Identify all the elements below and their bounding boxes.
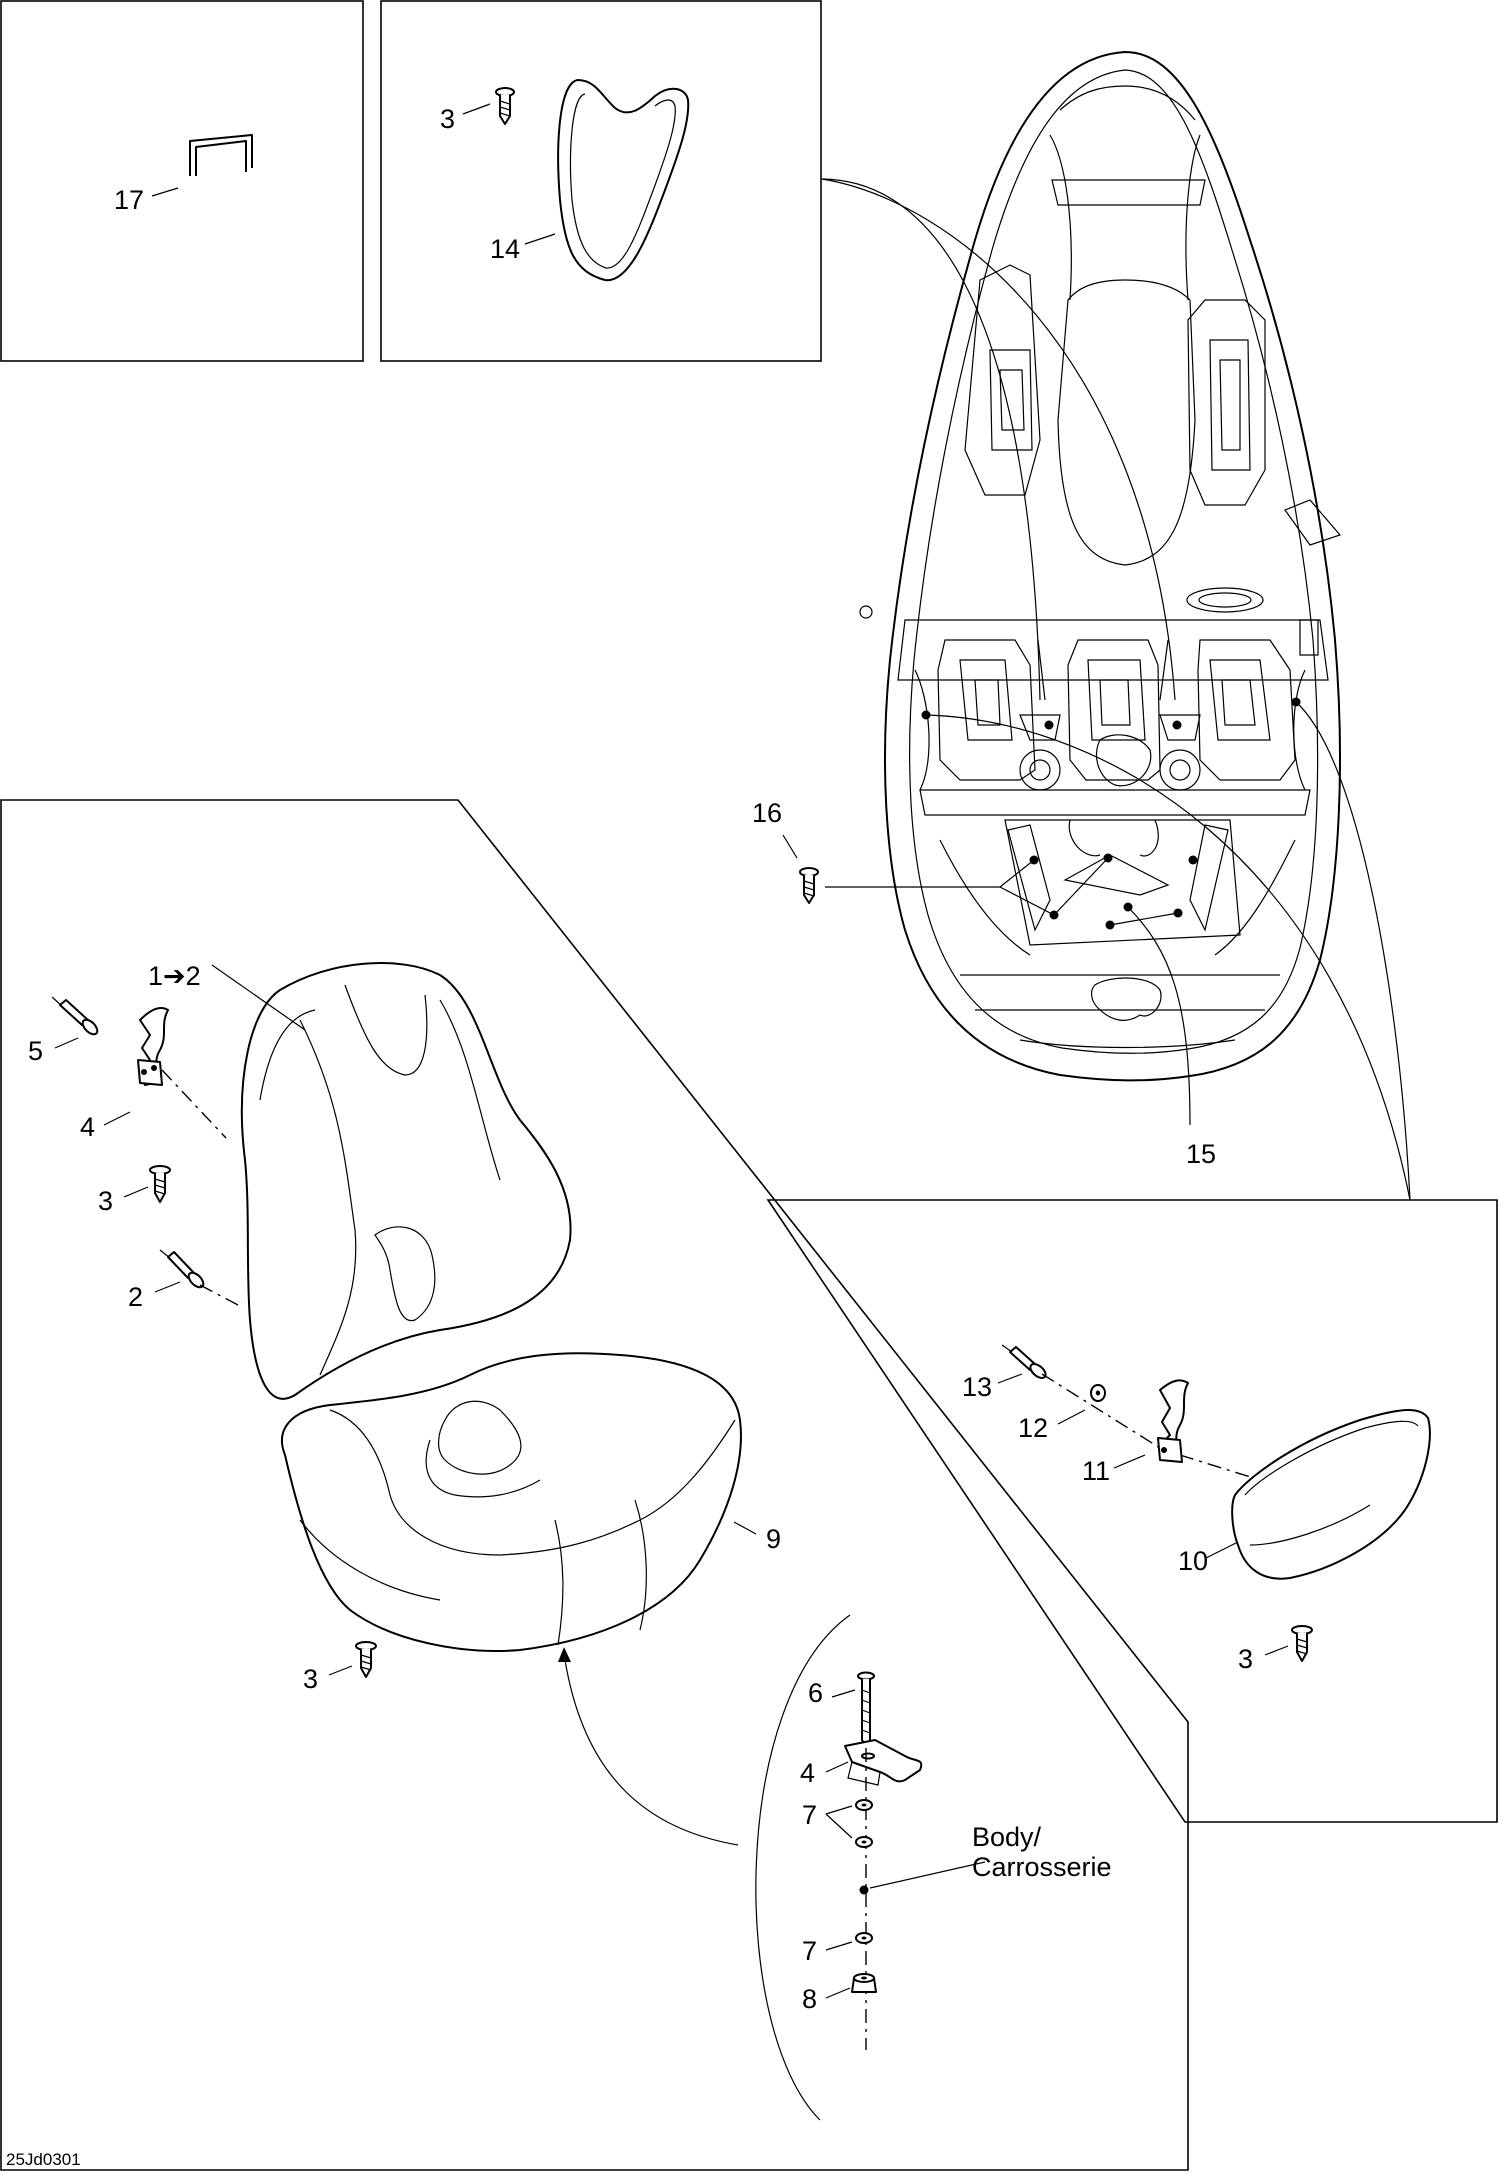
- leader-6: [831, 1689, 856, 1698]
- callout-13: 13: [962, 1372, 992, 1402]
- callout-3-bottom: 3: [303, 1664, 318, 1694]
- rivet-part-13: [1001, 1344, 1047, 1379]
- detail-arc: [755, 1614, 851, 2121]
- rivet-part-5: [51, 996, 99, 1036]
- leader-4-stack: [825, 1761, 849, 1773]
- bracket-part-4-stack: [844, 1739, 923, 1786]
- callout-16: 16: [752, 798, 782, 828]
- leader-curve-14-to-hull-b: [821, 178, 1176, 701]
- axis-4-seat: [161, 1069, 227, 1139]
- leader-5: [54, 1037, 79, 1049]
- figure-code: 25Jd0301: [6, 2150, 81, 2169]
- bracket-part-4-seat: [137, 1007, 169, 1086]
- panel-frame-14: [380, 0, 822, 362]
- screw-part-3-seat: [149, 1165, 171, 1203]
- pad-part-14: [557, 79, 690, 282]
- callout-1-2: 1➔2: [148, 961, 201, 991]
- seat-cushion-part-9: [281, 1352, 742, 1652]
- callout-17: 17: [114, 185, 144, 215]
- rivet-part-2: [159, 1249, 205, 1289]
- leader-11: [1113, 1454, 1146, 1469]
- watercraft-hull-top-view: [859, 51, 1342, 1082]
- leader-10: [1205, 1541, 1239, 1559]
- callout-2: 2: [128, 1282, 143, 1312]
- body-label-line2: Carrosserie: [972, 1852, 1112, 1882]
- callout-3-seat: 3: [98, 1186, 113, 1216]
- callout-9: 9: [766, 1524, 781, 1554]
- leader-16-to-hull-b: [999, 886, 1055, 916]
- leader-2: [154, 1281, 181, 1293]
- leader-14: [524, 233, 556, 245]
- leader-curve-rear-a: [925, 714, 1411, 1201]
- leader-16-to-hull-d: [1109, 912, 1179, 926]
- axis-2: [199, 1284, 239, 1306]
- rivet-markers: [921, 697, 1301, 930]
- screw-part-3-right: [1291, 1625, 1313, 1662]
- leader-3-seat: [123, 1186, 149, 1198]
- leader-4-seat: [103, 1111, 131, 1126]
- leader-3-right: [1264, 1645, 1289, 1656]
- callout-6: 6: [808, 1678, 823, 1708]
- screw-part-16: [799, 867, 819, 904]
- callout-3-top: 3: [440, 104, 455, 134]
- axis-13: [1041, 1373, 1161, 1449]
- screw-part-6: [857, 1671, 875, 1747]
- leader-7-a1: [825, 1805, 853, 1815]
- leader-3-bottom: [328, 1665, 353, 1676]
- washer-part-7-lower: [855, 1932, 873, 1944]
- nut-part-8: [851, 1973, 877, 1993]
- callout-7-a: 7: [802, 1800, 817, 1830]
- rear-seat-part-10: [1231, 1408, 1431, 1580]
- callout-3-right: 3: [1238, 1644, 1253, 1674]
- callout-11: 11: [1082, 1456, 1110, 1486]
- screw-part-3-top: [495, 87, 515, 125]
- leader-3-top: [462, 103, 491, 115]
- body-mount-point: [859, 1885, 869, 1895]
- panel-frame-seat: [0, 799, 1189, 2171]
- callout-4-stack: 4: [800, 1758, 815, 1788]
- panel-frame-17: [0, 0, 364, 362]
- washer-part-7-upper: [855, 1799, 873, 1848]
- callout-10: 10: [1178, 1546, 1208, 1576]
- callout-15: 15: [1186, 1139, 1216, 1169]
- leader-1-2: [211, 964, 306, 1031]
- callout-7-b: 7: [802, 1936, 817, 1966]
- leader-curve-14-to-hull: [821, 178, 1041, 701]
- leader-curve-15: [1127, 906, 1191, 1126]
- leader-13: [997, 1373, 1023, 1384]
- leader-16-to-hull-c: [1053, 857, 1109, 916]
- callout-5: 5: [28, 1036, 43, 1066]
- bracket-part-11: [1157, 1379, 1189, 1463]
- screw-part-3-bottom: [355, 1641, 377, 1678]
- axis-13-b: [1179, 1454, 1261, 1481]
- leader-7-a2: [825, 1813, 853, 1839]
- leader-12: [1057, 1409, 1086, 1425]
- body-label-line1: Body/: [972, 1822, 1042, 1852]
- leader-16: [782, 834, 798, 859]
- callout-8: 8: [802, 1984, 817, 2014]
- callout-4-seat: 4: [80, 1112, 95, 1142]
- callout-14: 14: [490, 234, 520, 264]
- detail-arrow: [564, 1659, 739, 1846]
- leader-7-b: [825, 1941, 853, 1951]
- leader-8: [825, 1987, 851, 1999]
- leader-body: [869, 1861, 986, 1889]
- detail-arrowhead: [558, 1647, 571, 1662]
- staple-part-17: [189, 134, 253, 176]
- leader-9: [733, 1521, 757, 1535]
- leader-17: [151, 187, 179, 197]
- callout-12: 12: [1018, 1413, 1048, 1443]
- leader-curve-rear-b: [1295, 701, 1411, 1201]
- backrest-part-1-2: [240, 962, 572, 1400]
- panel-frame-rear-seat: [766, 1199, 1498, 1823]
- washer-part-12: [1090, 1384, 1106, 1402]
